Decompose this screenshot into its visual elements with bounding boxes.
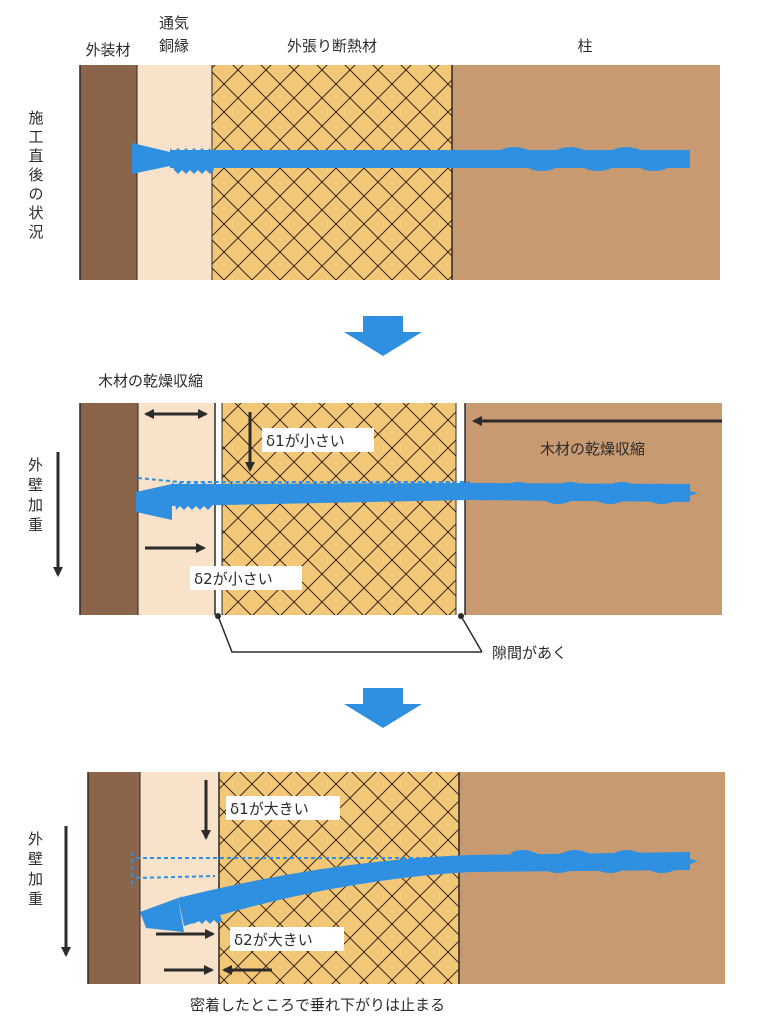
header-furring-1: 通気 <box>159 14 189 32</box>
stage-3-caption: 密着したところで垂れ下がりは止まる <box>190 996 445 1014</box>
svg-text:外: 外 <box>28 830 43 848</box>
stage-2-right-label: 木材の乾燥収縮 <box>540 440 645 458</box>
down-arrow-icon <box>344 316 422 356</box>
screw-icon <box>140 850 698 932</box>
header-cladding: 外装材 <box>85 41 130 59</box>
stage-2-panel: 木材の乾燥収縮 外 壁 加 重 木材の乾燥収縮 δ1が小さい <box>28 372 722 662</box>
cladding-layer <box>80 65 137 280</box>
svg-text:加: 加 <box>28 496 43 514</box>
svg-text:工: 工 <box>28 128 43 146</box>
svg-text:外: 外 <box>28 456 43 474</box>
stage-3-delta2: δ2が大きい <box>234 931 313 949</box>
stage-3-panel: 外 壁 加 重 δ1が大きい <box>28 772 725 1014</box>
svg-text:重: 重 <box>28 890 43 908</box>
insulation-layer <box>212 65 452 280</box>
svg-text:重: 重 <box>28 516 43 534</box>
stage-3-side-label: 外 壁 加 重 <box>28 830 43 908</box>
stage-2-side-label: 外 壁 加 重 <box>28 456 43 534</box>
stage-2-delta2: δ2が小さい <box>194 570 273 588</box>
svg-text:後: 後 <box>28 166 43 184</box>
furring-layer <box>137 65 212 280</box>
screw-icon <box>136 482 698 520</box>
svg-text:施: 施 <box>28 109 43 127</box>
svg-text:況: 況 <box>28 223 43 241</box>
svg-text:状: 状 <box>28 204 43 222</box>
header-post: 柱 <box>577 37 592 55</box>
stage-2-delta1: δ1が小さい <box>266 432 345 450</box>
svg-text:直: 直 <box>28 147 43 165</box>
svg-text:壁: 壁 <box>28 850 43 868</box>
header-insulation: 外張り断熱材 <box>287 37 377 55</box>
down-arrow-icon <box>344 688 422 728</box>
stage-2-top-label: 木材の乾燥収縮 <box>98 372 203 390</box>
gap-label: 隙間があく <box>492 644 567 662</box>
stage-1-side-label: 施 工 直 後 の 状 況 <box>28 109 43 241</box>
column-headers: 外装材 通気 銅縁 外張り断熱材 柱 <box>85 14 592 59</box>
svg-text:壁: 壁 <box>28 476 43 494</box>
svg-text:加: 加 <box>28 870 43 888</box>
screw-icon <box>132 143 690 174</box>
post-layer <box>452 65 720 280</box>
header-furring-2: 銅縁 <box>159 37 189 55</box>
stage-1-panel: 施 工 直 後 の 状 況 <box>28 65 720 280</box>
stage-3-delta1: δ1が大きい <box>230 800 309 818</box>
svg-text:の: の <box>28 185 43 203</box>
